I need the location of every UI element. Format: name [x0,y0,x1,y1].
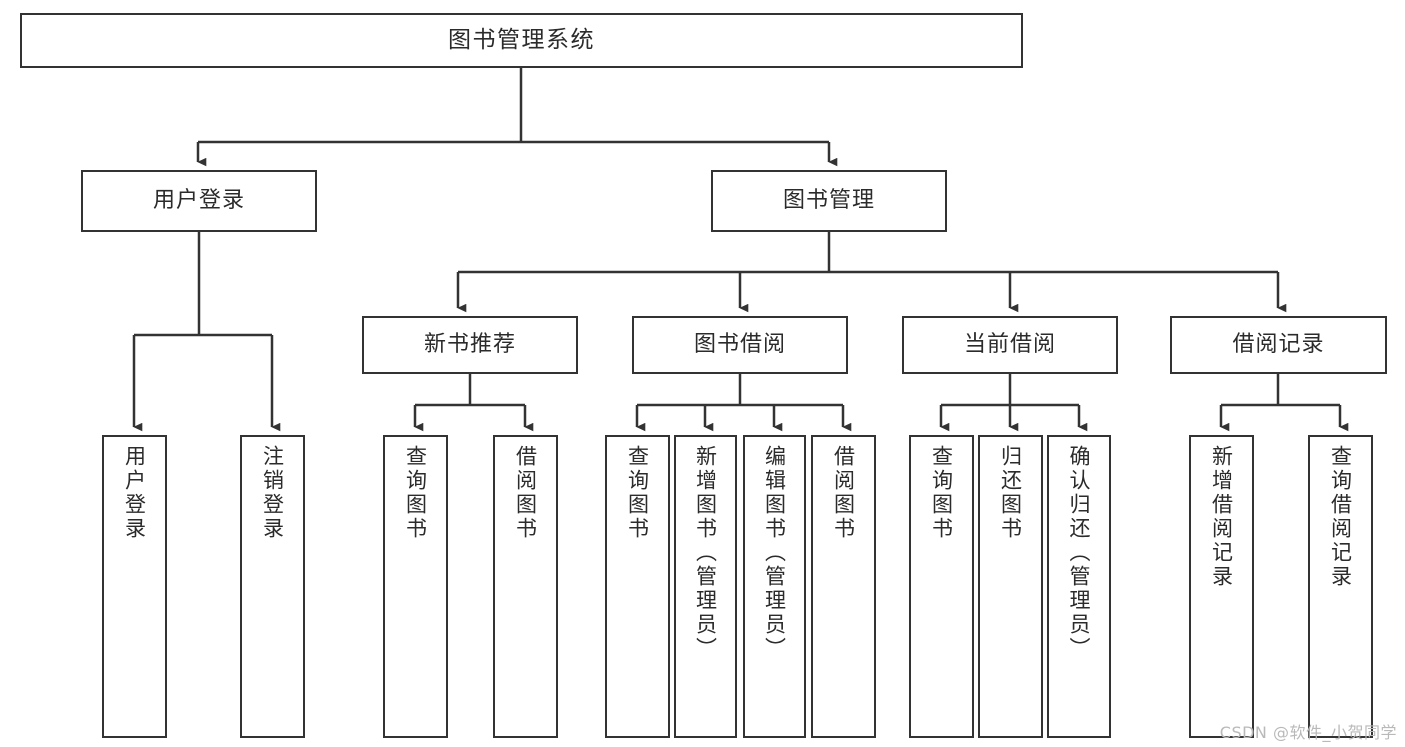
node-book-management[interactable]: 图书管理 [711,170,947,232]
node-label: 当前借阅 [963,331,1056,357]
node-leaf-logout-login[interactable]: 注销登录 [240,435,305,738]
node-label: 图书管理系统 [448,27,595,54]
node-label: 归还图书 [998,445,1023,541]
node-label: 借阅记录 [1232,331,1325,357]
node-label: 新书推荐 [423,331,516,357]
node-leaf-query-book-1[interactable]: 查询图书 [383,435,448,738]
node-leaf-return-book[interactable]: 归还图书 [978,435,1043,738]
node-book-borrow[interactable]: 图书借阅 [632,316,848,374]
node-root-book-management-system[interactable]: 图书管理系统 [20,13,1023,68]
node-leaf-borrow-book-2[interactable]: 借阅图书 [811,435,876,738]
watermark-csdn: CSDN @软件_小贺同学 [1219,723,1397,742]
node-leaf-add-book[interactable]: 新增图书（管理员） [674,435,737,738]
node-current-borrow[interactable]: 当前借阅 [902,316,1118,374]
node-borrow-record[interactable]: 借阅记录 [1170,316,1387,374]
node-leaf-query-borrow-record[interactable]: 查询借阅记录 [1308,435,1373,738]
node-label: 借阅图书 [831,445,856,541]
node-label: 借阅图书 [513,445,538,541]
node-label: 查询图书 [403,445,428,541]
node-leaf-query-book-3[interactable]: 查询图书 [909,435,974,738]
node-leaf-borrow-book-1[interactable]: 借阅图书 [493,435,558,738]
node-leaf-query-book-2[interactable]: 查询图书 [605,435,670,738]
node-leaf-confirm-return[interactable]: 确认归还（管理员） [1047,435,1111,738]
node-label: 查询借阅记录 [1328,445,1353,589]
node-label: 图书管理 [782,187,875,213]
node-leaf-add-borrow-record[interactable]: 新增借阅记录 [1189,435,1254,738]
node-user-login[interactable]: 用户登录 [81,170,317,232]
node-label: 注销登录 [260,445,285,541]
node-leaf-edit-book[interactable]: 编辑图书（管理员） [743,435,806,738]
node-label: 编辑图书（管理员） [762,445,787,661]
node-label: 查询图书 [929,445,954,541]
node-label: 新增借阅记录 [1209,445,1234,589]
node-label: 用户登录 [122,445,147,541]
node-new-book-recommend[interactable]: 新书推荐 [362,316,578,374]
node-label: 确认归还（管理员） [1067,445,1092,661]
node-leaf-user-login[interactable]: 用户登录 [102,435,167,738]
node-label: 新增图书（管理员） [693,445,718,661]
node-label: 图书借阅 [693,331,786,357]
node-label: 查询图书 [625,445,650,541]
node-label: 用户登录 [152,187,245,213]
